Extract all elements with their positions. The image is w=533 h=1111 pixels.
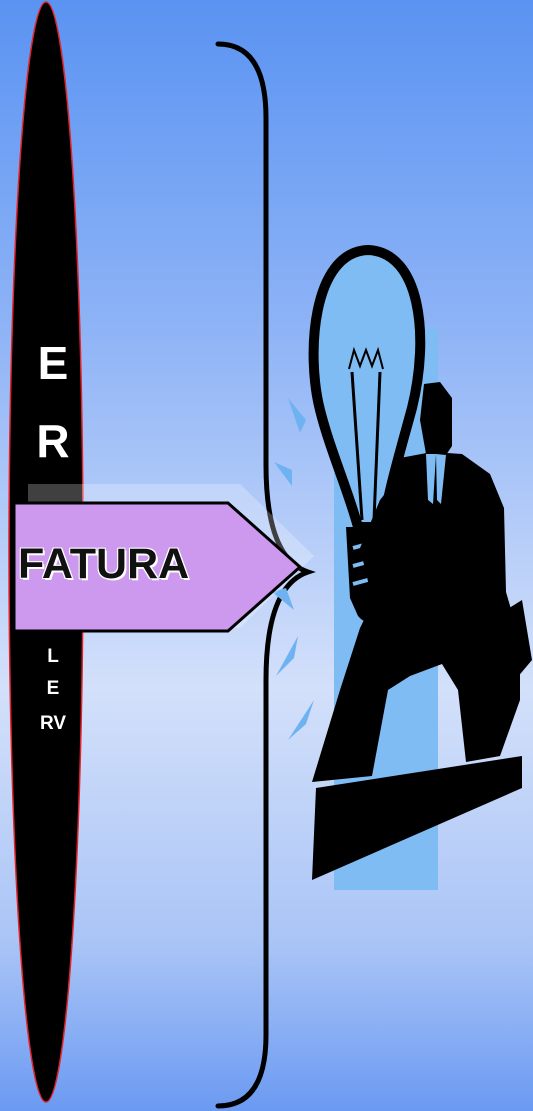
oval-letter-r: R [28,414,78,468]
oval-letter-e2: E [28,678,78,700]
oval-letters-rv: RV [28,713,78,735]
oval-letter-e: E [28,336,78,390]
fatura-label: FATURA [18,540,268,589]
oval-letter-l: L [28,646,78,668]
